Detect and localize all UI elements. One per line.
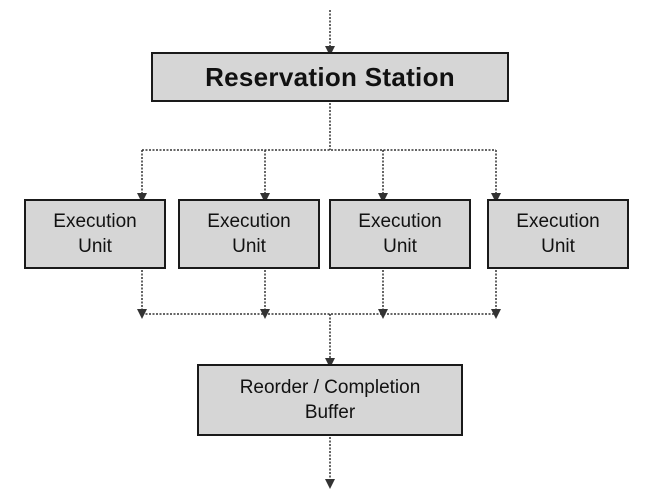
execution-unit-3-label: Execution Unit [358,211,442,257]
execution-unit-3: Execution Unit [329,199,471,269]
execution-unit-4: Execution Unit [487,199,629,269]
reservation-station-label: Reservation Station [205,61,455,92]
reorder-completion-buffer-label: Reorder / Completion Buffer [239,377,421,423]
execution-unit-1-label: Execution Unit [53,211,137,257]
reorder-completion-buffer-box: Reorder / Completion Buffer [197,364,463,436]
reservation-station-box: Reservation Station [151,52,509,102]
execution-unit-2-label: Execution Unit [207,211,291,257]
execution-unit-2: Execution Unit [178,199,320,269]
execution-unit-4-label: Execution Unit [516,211,600,257]
execution-unit-1: Execution Unit [24,199,166,269]
